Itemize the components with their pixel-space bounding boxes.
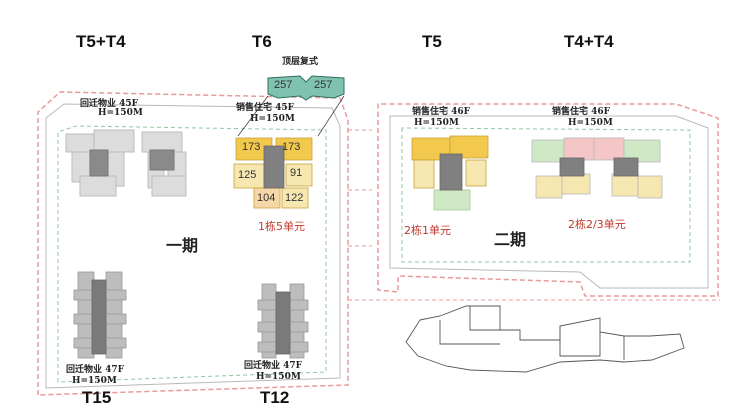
outline-building-shape <box>405 305 685 373</box>
unit-122 <box>281 187 309 209</box>
building-t12 <box>257 283 309 359</box>
building-block <box>93 129 135 153</box>
site-boundaries <box>37 91 720 396</box>
building-core <box>613 157 639 177</box>
tower-label-t6: T6 <box>252 32 272 51</box>
tower-label-t15: T15 <box>82 388 112 407</box>
label-sale-t4t4-height: H=150M <box>568 118 613 128</box>
building-core <box>91 279 107 355</box>
building-block <box>611 173 639 197</box>
tower-label-t12: T12 <box>260 388 290 407</box>
label-sale-t6-type: 销售住宅 45F <box>236 103 295 113</box>
building-block <box>593 137 625 161</box>
penthouse-leader-left <box>237 95 269 137</box>
building-block <box>141 131 183 153</box>
t6-unit-label: 125 <box>238 169 257 181</box>
t6-unit-label: 91 <box>290 167 303 179</box>
boundary-green-left <box>57 125 327 383</box>
label-hq-t15-type: 回迁物业 47F <box>66 365 125 375</box>
note-building-2-unit-1: 2栋1单元 <box>404 224 451 237</box>
building-t6 <box>233 137 313 209</box>
building-block <box>561 173 591 195</box>
building-core <box>89 149 109 177</box>
building-block <box>465 159 487 187</box>
building-core <box>439 153 463 191</box>
note-building-2-unit-23: 2栋2/3单元 <box>568 218 626 231</box>
building-t5t4-left <box>65 129 187 197</box>
label-sale-t5-type: 销售住宅 46F <box>412 107 471 117</box>
label-hq-t12-type: 回迁物业 47F <box>244 361 303 371</box>
t6-core <box>263 145 285 189</box>
tower-label-t4t4: T4+T4 <box>564 32 614 51</box>
boundary-red-outer-left <box>37 91 349 396</box>
label-hq-t12-height: H=150M <box>256 372 301 382</box>
boundary-grey-left <box>45 103 341 389</box>
penthouse-unit-left: 257 <box>274 79 293 91</box>
boundary-green-right <box>401 127 691 263</box>
penthouse-unit-right: 257 <box>314 79 333 91</box>
penthouse-leader-right <box>317 95 345 137</box>
building-block <box>65 133 95 153</box>
tower-label-t5: T5 <box>422 32 442 51</box>
building-t15 <box>73 271 127 359</box>
label-hq-left-top-height: H=150M <box>98 108 143 118</box>
label-sale-t5-height: H=150M <box>414 118 459 128</box>
building-block <box>531 139 565 163</box>
building-core <box>275 291 291 355</box>
building-block <box>413 159 435 189</box>
penthouse-label: 顶层复式 <box>282 57 319 67</box>
building-block <box>623 139 661 163</box>
label-sale-t6-height: H=150M <box>250 114 295 124</box>
building-block <box>637 175 663 199</box>
building-block <box>433 189 471 211</box>
building-block <box>563 137 595 161</box>
building-block <box>449 135 489 159</box>
building-t4t4 <box>531 137 663 199</box>
building-block <box>151 175 187 197</box>
label-sale-t4t4-type: 销售住宅 46F <box>552 107 611 117</box>
outline-building-inner <box>439 306 625 360</box>
label-hq-left-top-type: 回迁物业 45F <box>80 99 139 109</box>
label-hq-t15-height: H=150M <box>72 376 117 386</box>
building-core <box>149 149 175 171</box>
building-block <box>79 175 117 197</box>
building-block <box>535 175 563 199</box>
penthouse-plan <box>237 75 345 137</box>
building-t5 <box>411 135 489 211</box>
phase-1-label: 一期 <box>166 236 199 255</box>
t6-unit-label: 173 <box>242 141 261 153</box>
boundary-grey-right <box>389 115 709 289</box>
outline-building <box>405 305 685 373</box>
tower-label-t5t4-left: T5+T4 <box>76 32 126 51</box>
t6-unit-label: 104 <box>257 192 276 204</box>
unit-91 <box>285 163 313 187</box>
building-core <box>559 157 585 177</box>
boundary-red-right <box>377 103 719 297</box>
t6-unit-label: 173 <box>282 141 301 153</box>
t6-unit-label: 122 <box>285 192 304 204</box>
phase-2-label: 二期 <box>494 230 527 249</box>
note-building-1-unit-5: 1栋5单元 <box>258 220 305 233</box>
penthouse-shape <box>267 75 345 101</box>
